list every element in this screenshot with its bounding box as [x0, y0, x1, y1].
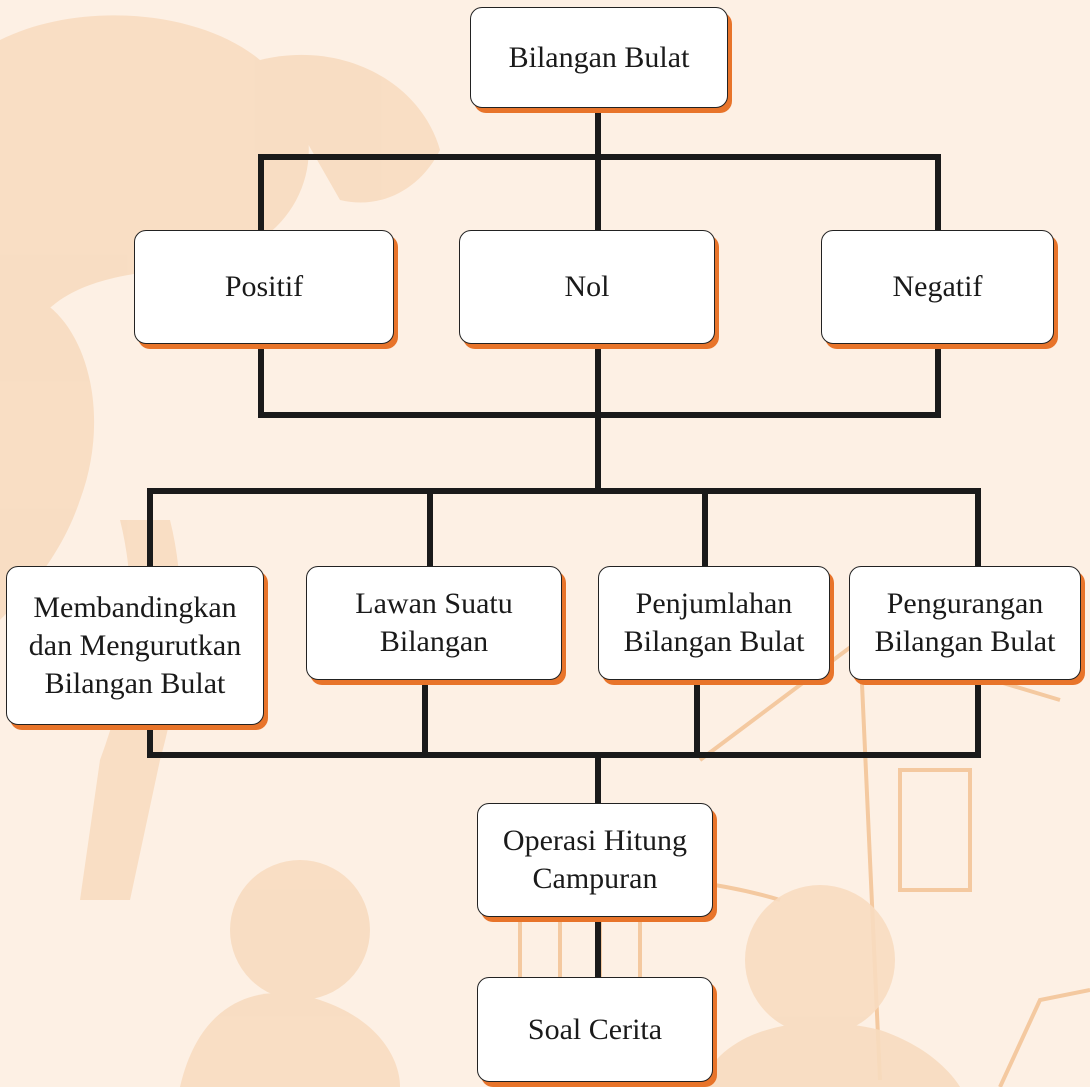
node-operasi-hitung-campuran: Operasi Hitung Campuran: [477, 803, 713, 917]
node-text-line: Bilangan Bulat: [623, 625, 805, 658]
node-text-line: Bilangan Bulat: [508, 40, 690, 74]
node-text-line: Bilangan Bulat: [44, 666, 226, 700]
node-text-line: Negatif: [892, 270, 983, 303]
node-soal-cerita: Soal Cerita: [477, 977, 713, 1082]
node-nol: Nol: [459, 230, 715, 344]
node-text-line: Membandingkan: [33, 590, 237, 624]
node-text-line: Pengurangan: [886, 587, 1044, 620]
node-text-line: dan Mengurutkan: [28, 628, 242, 662]
node-positif: Positif: [134, 230, 394, 344]
node-text-line: Campuran: [532, 862, 658, 895]
node-negatif: Negatif: [821, 230, 1054, 344]
node-text-line: Operasi Hitung: [502, 824, 688, 857]
node-text-line: Lawan Suatu: [355, 587, 513, 620]
node-bilangan-bulat: Bilangan Bulat: [470, 7, 728, 108]
node-pengurangan: Pengurangan Bilangan Bulat: [849, 566, 1081, 680]
node-penjumlahan: Penjumlahan Bilangan Bulat: [598, 566, 830, 680]
node-text-line: Positif: [224, 270, 304, 303]
node-lawan-suatu-bilangan: Lawan Suatu Bilangan: [306, 566, 562, 680]
node-text-line: Soal Cerita: [527, 1012, 663, 1046]
node-text-line: Bilangan: [379, 625, 489, 658]
node-membandingkan: Membandingkan dan Mengurutkan Bilangan B…: [6, 566, 264, 725]
node-text-line: Penjumlahan: [635, 587, 793, 620]
node-text-line: Nol: [564, 270, 610, 303]
node-text-line: Bilangan Bulat: [874, 625, 1056, 658]
